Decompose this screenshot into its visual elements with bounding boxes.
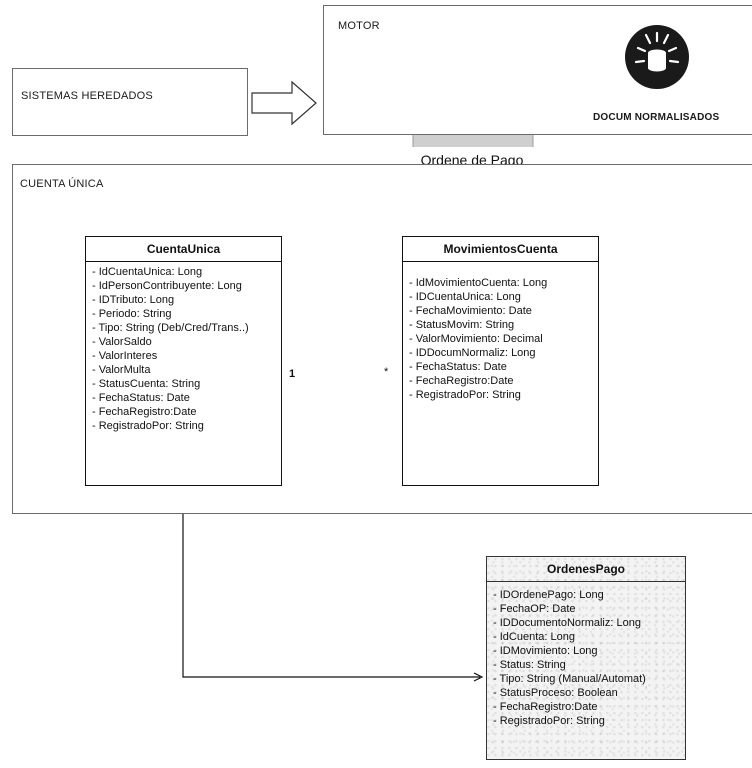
attr: - RegistradoPor: String [409,389,521,401]
attr: - FechaRegistro:Date [493,701,598,713]
attr: - IDDocumentoNormaliz: Long [493,617,641,629]
attr: - StatusMovim: String [409,319,515,331]
class-ordenes-pago-attrs: - IDOrdenePago: Long - FechaOP: Date - I… [487,582,685,728]
attr: - IDOrdenePago: Long [493,589,604,601]
class-movimientos-cuenta: MovimientosCuenta - IdMovimientoCuenta: … [402,236,599,486]
attr: - IdCuentaUnica: Long [92,266,203,278]
attr: - RegistradoPor: String [92,420,204,432]
attr: - IDMovimiento: Long [493,645,598,657]
cuenta-unica-label: CUENTA ÚNICA [20,178,104,190]
attr: - IdPersonContribuyente: Long [92,280,242,292]
attr: - IDDocumNormaliz: Long [409,347,536,359]
attr: - FechaRegistro:Date [92,406,197,418]
attr: - Periodo: String [92,308,172,320]
account-to-orders-connector [182,514,480,678]
attr: - ValorMovimiento: Decimal [409,333,543,345]
class-ordenes-pago-title: OrdenesPago [487,557,685,582]
class-ordenes-pago: OrdenesPago - IDOrdenePago: Long - Fecha… [486,556,686,760]
attr: - FechaRegistro:Date [409,375,514,387]
database-gear-icon [624,24,690,90]
class-cuenta-unica: CuentaUnica - IdCuentaUnica: Long - IdPe… [85,236,282,486]
legacy-systems-label: SISTEMAS HEREDADOS [21,90,153,102]
attr: - ValorSaldo [92,336,152,348]
attr: - RegistradoPor: String [493,715,605,727]
attr: - IdMovimientoCuenta: Long [409,277,548,289]
attr: - StatusCuenta: String [92,378,201,390]
class-movimientos-cuenta-title: MovimientosCuenta [403,237,598,262]
attr: - Tipo: String (Manual/Automat) [493,673,646,685]
attr: - StatusProceso: Boolean [493,687,618,699]
attr: - FechaStatus: Date [409,361,507,373]
attr: - IDCuentaUnica: Long [409,291,521,303]
attr: - IDTributo: Long [92,294,175,306]
motor-label: MOTOR [338,20,380,32]
attr: - FechaStatus: Date [92,392,190,404]
legacy-systems-box: SISTEMAS HEREDADOS [12,68,248,136]
multiplicity-source: 1 [289,368,296,380]
legacy-to-motor-arrow [251,80,317,126]
attr: - FechaMovimiento: Date [409,305,532,317]
multiplicity-target: * [384,366,389,378]
attr: - FechaOP: Date [493,603,576,615]
attr: - Status: String [493,659,566,671]
class-movimientos-cuenta-attrs: - IdMovimientoCuenta: Long - IDCuentaUni… [403,262,598,402]
attr: - IdCuenta: Long [493,631,575,643]
attr: - ValorMulta [92,364,151,376]
attr: - Tipo: String (Deb/Cred/Trans..) [92,322,249,334]
motor-box: MOTOR DOCUM NORMALISADOS [323,5,752,135]
attr: - ValorInteres [92,350,158,362]
class-cuenta-unica-title: CuentaUnica [86,237,281,262]
class-cuenta-unica-attrs: - IdCuentaUnica: Long - IdPersonContribu… [86,262,281,433]
docs-normalized-label: DOCUM NORMALISADOS [593,112,720,123]
account-to-orders-arrowhead [473,672,484,682]
